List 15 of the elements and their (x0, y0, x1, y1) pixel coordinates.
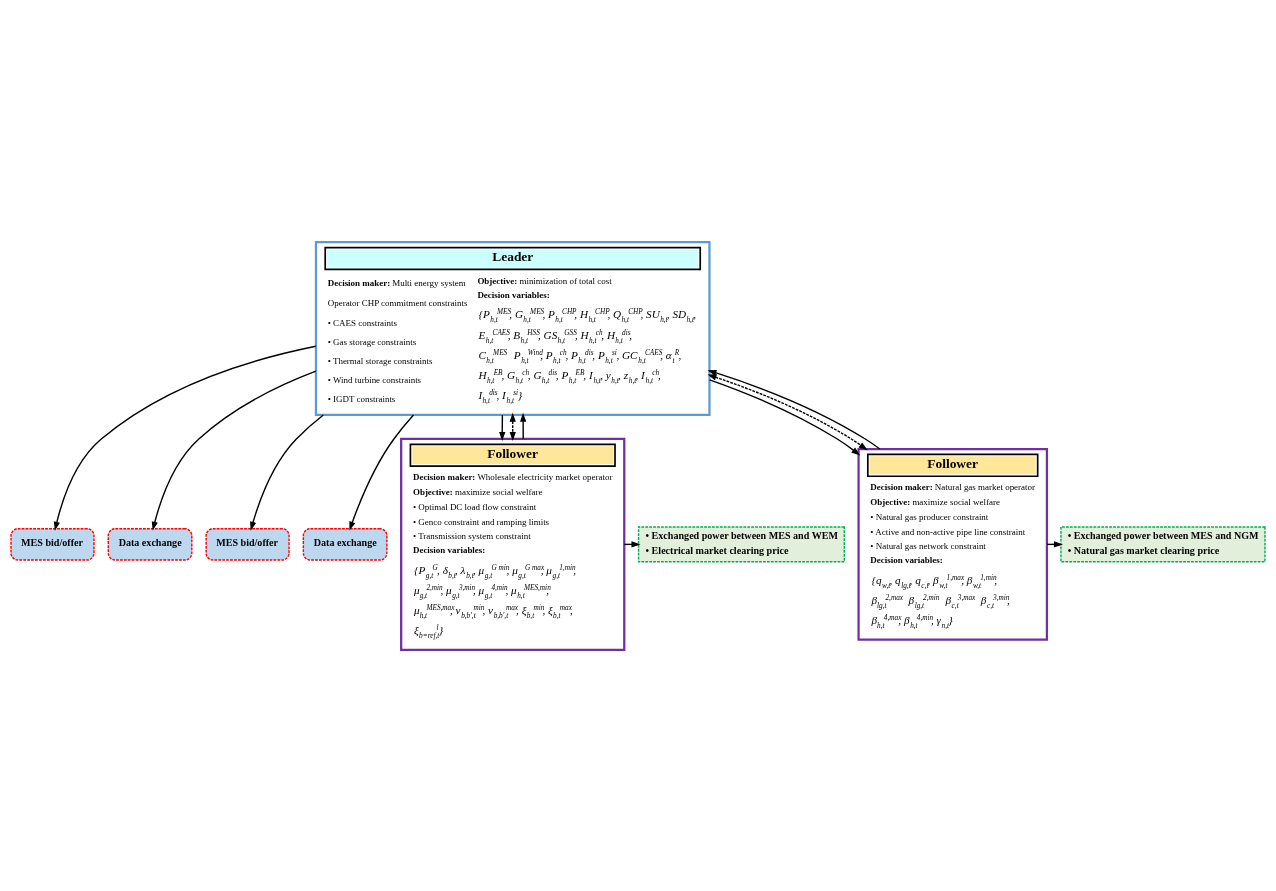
arrow (520, 412, 527, 440)
node-box: • Exchanged power between MES and NGM • Natural gas market clearing price (1060, 525, 1266, 562)
node-box: Follower Decision maker: Natural gas market operator Objective: maximize social welfare • Natural gas producer constraint • Active and non-active pipe line constraint • Natural gas network constraint Decision variables: {q$_{w,t}$, q$_{lg,t}$, q$_{c,t}$, β$_{w,t}$$^{1,max}$, β$_{w,t}$$^{1,min}$, β$_{lg,t}$$^{2,max}$ β$_{lg,t}$$^{2,min}$ β$_{c,t}$$^{3,max}$ β$_{c,t}$$^{3,min}$, β$_{h,t}$$^{4,max}$, β$_{h,t}$$^{4,min}$, γ$_{n,t}$} (857, 447, 1049, 641)
node-box: • Exchanged power between MES and WEM • Electrical market clearing price (637, 525, 845, 562)
node-box: Leader Decision maker: Multi energy system Operator CHP commitment constraints • CAES constraints • Gas storage constraints • Thermal storage constraints • Wind turbine constraints • IGDT constraints Objective: minimization of total cost Decision variables: {P$_{h,t}$$^{MES}$, G$_{h,t}$$^{MES}$, P$_{h,t}$$^{CHP}$, H$_{h,t}$$^{CHP}$, Q$_{h,t}$$^{CHP}$, SU$_{h,t}$, SD$_{h,t}$, E$_{h,t}$$^{CAES}$, B$_{h,t}$$^{HSS}$, GS$_{h,t}$$^{GSS}$, H$_{h,t}$$^{ch}$, H$_{h,t}$$^{dis}$, C$_{h,t}$$^{MES}$ P$_{h,t}$$^{Wind}$, P$_{h,t}$$^{ch}$, P$_{h,t}$$^{dis}$, P$_{h,t}$$^{si}$, GC$_{h,t}$$^{CAES}$, α$_{t}$$^{R}$, H$_{h,t}$$^{EB}$, G$_{h,t}$$^{ch}$, G$_{h,t}$$^{dis}$, P$_{h,t}$$^{EB}$, I$_{h,t}$, y$_{h,t}$, z$_{h,t}$, I$_{h,t}$$^{ch}$, I$_{h,t}$$^{dis}$, I$_{h,t}$$^{si}$} (314, 240, 711, 416)
arrow (53, 345, 317, 531)
arrow (151, 369, 317, 531)
arrow (509, 412, 516, 441)
node-box: Data exchange (302, 527, 388, 561)
node-box: Data exchange (107, 527, 193, 561)
arrow (349, 413, 415, 531)
node-box: MES bid/offer (10, 527, 95, 561)
arrow (708, 378, 861, 455)
node-box: MES bid/offer (205, 527, 290, 561)
arrow (250, 413, 324, 531)
